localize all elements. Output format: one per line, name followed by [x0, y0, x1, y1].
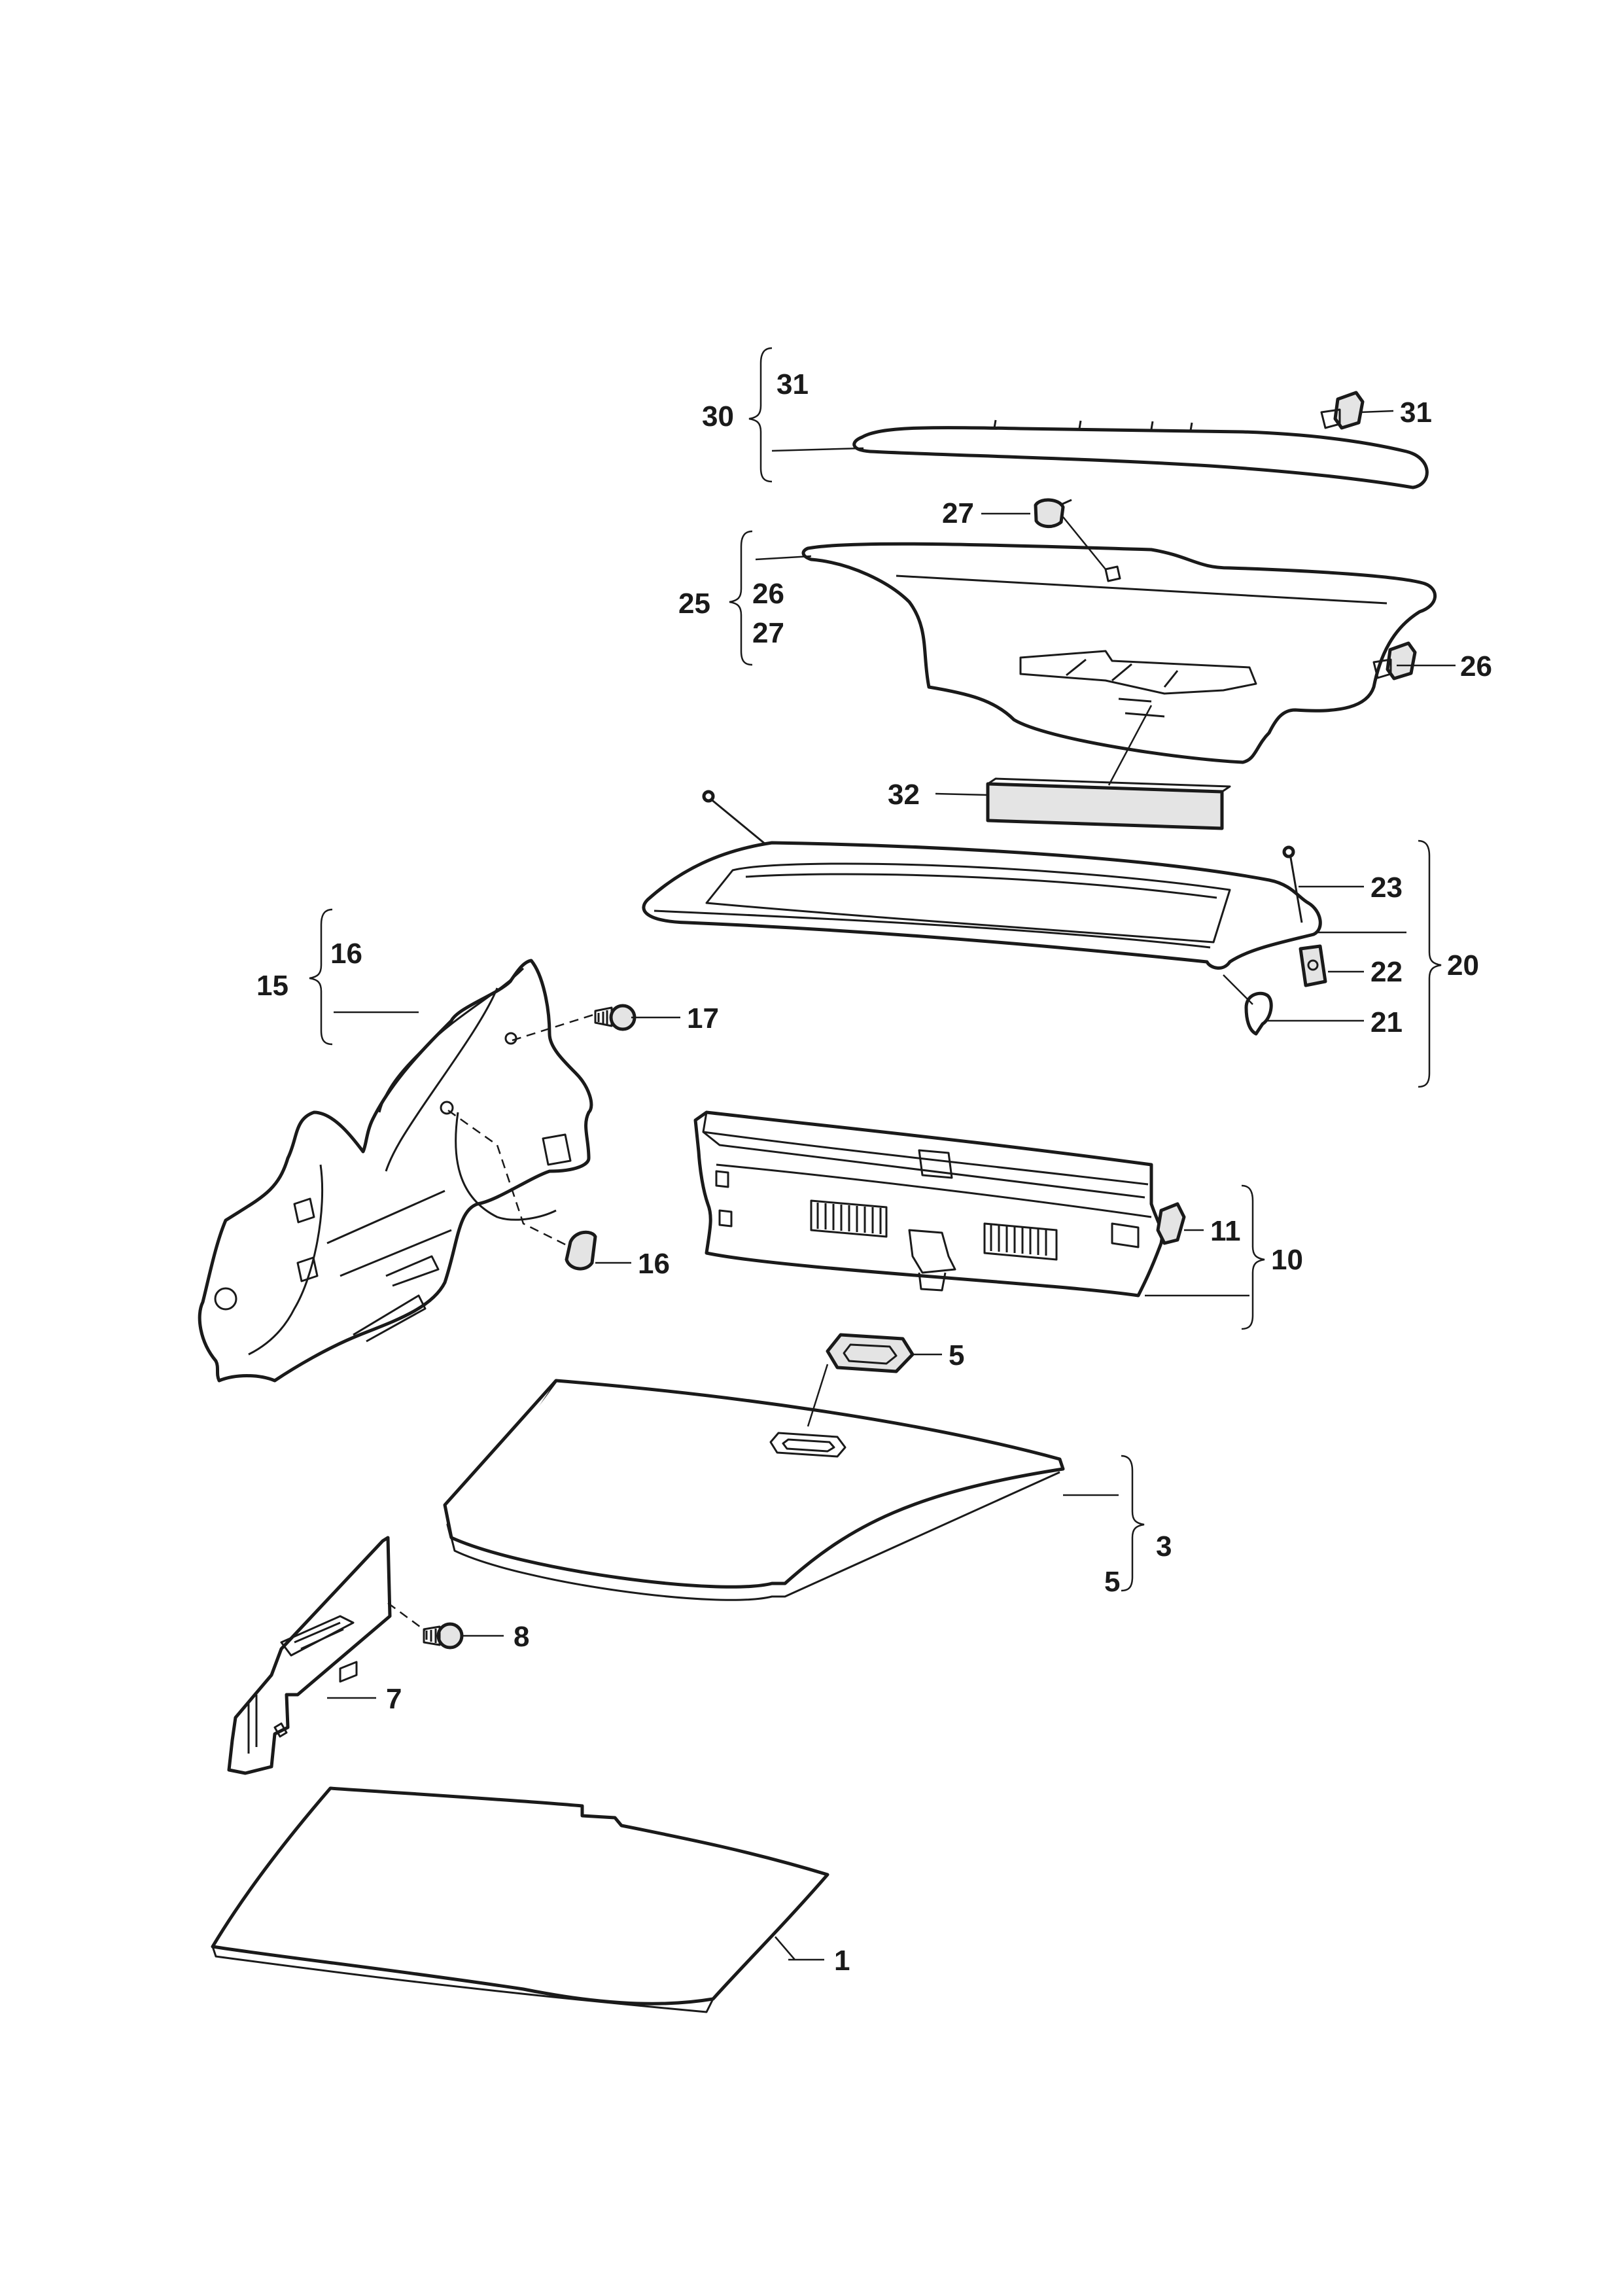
- group-braces: [309, 347, 1442, 1592]
- callout-5-brace: 5: [1104, 1566, 1120, 1598]
- part-30-trim-strip: [852, 419, 1429, 489]
- part-23-strap: [702, 790, 1303, 923]
- callout-17: 17: [687, 1002, 719, 1034]
- part-11-clip: [1156, 1202, 1186, 1245]
- callout-20: 20: [1447, 949, 1479, 981]
- part-16-cap: [565, 1230, 597, 1271]
- callout-15: 15: [256, 970, 288, 1002]
- callout-8: 8: [514, 1621, 529, 1653]
- callout-11: 11: [1210, 1215, 1241, 1247]
- callout-22: 22: [1370, 956, 1403, 988]
- callout-10: 10: [1271, 1244, 1303, 1276]
- callout-21: 21: [1370, 1006, 1403, 1038]
- part-21-clip: [1244, 991, 1273, 1036]
- part-3-floor-cover: [443, 1379, 1065, 1601]
- part-8-screw: [423, 1622, 464, 1650]
- callout-23: 23: [1370, 872, 1403, 904]
- callout-27-plug: 27: [942, 497, 974, 529]
- callout-7: 7: [386, 1683, 402, 1715]
- part-26-clip: [1372, 641, 1417, 680]
- assembly-lines: [387, 1013, 596, 1632]
- callout-1: 1: [834, 1945, 850, 1977]
- callout-labels: 30 31 31 27 25 26 27 26 32 23 20 22 21 1…: [256, 368, 1492, 1977]
- part-22-bracket: [1299, 944, 1327, 987]
- callout-16-brace: 16: [330, 938, 362, 970]
- callout-3: 3: [1156, 1530, 1172, 1563]
- part-15-side-trim: [198, 959, 593, 1383]
- part-27-plug: [1034, 498, 1072, 528]
- callout-30: 30: [702, 400, 734, 433]
- part-5-grommet: [826, 1333, 915, 1373]
- callout-16-cap: 16: [638, 1248, 670, 1280]
- part-7-bracket: [227, 1536, 392, 1775]
- part-17-screw: [594, 1004, 637, 1031]
- callout-5-grommet: 5: [949, 1339, 964, 1371]
- part-10-sill-panel: [693, 1110, 1164, 1298]
- callout-26-brace: 26: [752, 578, 784, 610]
- callout-31-brace: 31: [777, 368, 809, 400]
- callout-27-brace: 27: [752, 617, 784, 649]
- part-1-floor-mat: [211, 1786, 829, 2013]
- leader-lines: [327, 410, 1456, 1961]
- part-32-foam-strip: [986, 777, 1231, 830]
- part-25-shelf-trim: [801, 542, 1437, 764]
- callout-26-clip: 26: [1460, 650, 1492, 682]
- part-31-clip: [1320, 391, 1365, 430]
- callout-31-clip: 31: [1400, 397, 1432, 429]
- part-20-parcel-shelf: [642, 841, 1322, 970]
- callout-25: 25: [678, 588, 710, 620]
- callout-32: 32: [888, 779, 920, 811]
